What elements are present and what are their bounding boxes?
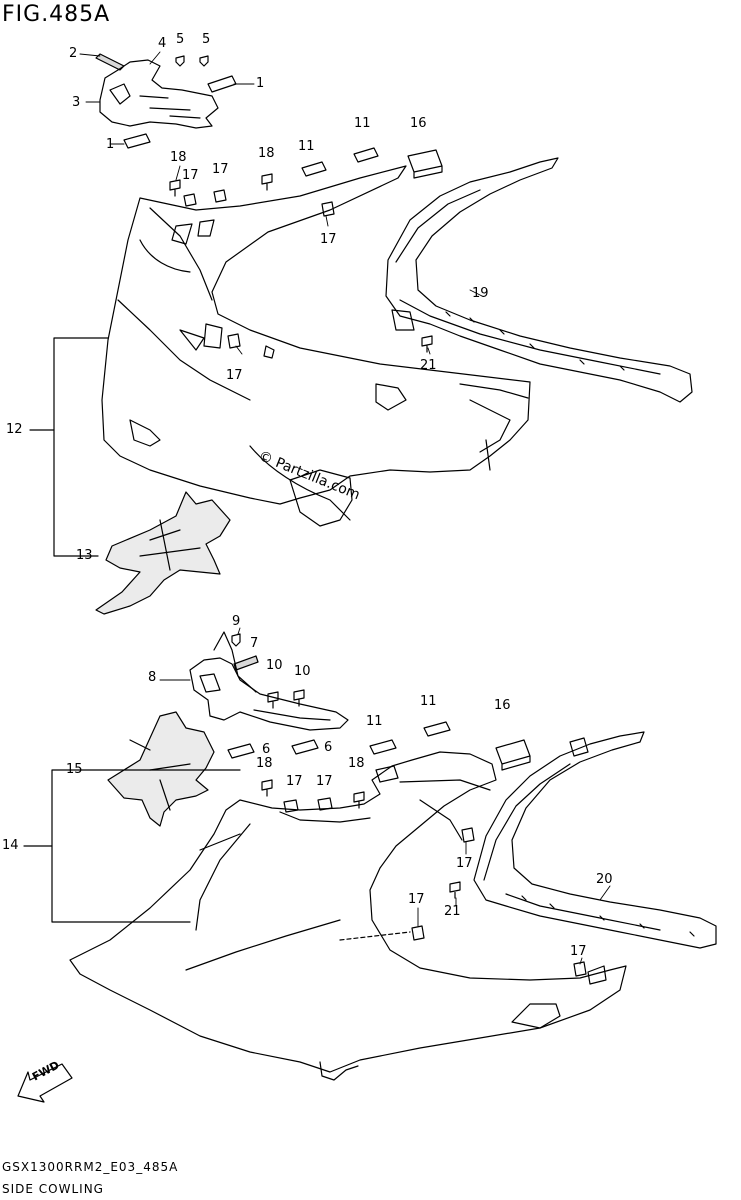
callout: 8 — [148, 670, 157, 685]
block-part-16-upper — [407, 149, 443, 179]
callout: 3 — [72, 95, 81, 110]
callout: 19 — [472, 286, 489, 301]
pad-part-11-upper-a — [353, 147, 379, 163]
callout: 18 — [348, 756, 365, 771]
nut-part-17-lower-b — [317, 797, 333, 811]
pad-part-11-upper-b — [301, 161, 327, 177]
screw-part-18-lower-b — [353, 791, 365, 809]
side-cowling-lower-part-14 — [69, 751, 627, 1081]
emblem-decal-part-13 — [95, 491, 231, 615]
callout: 12 — [6, 422, 23, 437]
clip-part-5-b — [199, 55, 209, 67]
bolt-part-21-lower — [449, 881, 461, 899]
callout: 18 — [258, 146, 275, 161]
group-bracket-12-13 — [53, 337, 109, 557]
callout: 11 — [366, 714, 383, 729]
nut-part-17-upper-a — [183, 193, 197, 207]
pad-part-6-a — [227, 743, 255, 759]
callout: 2 — [69, 46, 78, 61]
callout: 11 — [354, 116, 371, 131]
callout: 16 — [410, 116, 427, 131]
callout: 18 — [170, 150, 187, 165]
figure-title: FIG.485A — [2, 2, 111, 27]
screw-part-10-b — [293, 689, 305, 707]
forward-direction-arrow-icon — [17, 1063, 73, 1103]
callout: 20 — [596, 872, 613, 887]
screw-part-18-upper-b — [261, 173, 273, 191]
callout: 11 — [420, 694, 437, 709]
callout: 17 — [456, 856, 473, 871]
callout: 17 — [182, 168, 199, 183]
screw-part-18-upper-a — [169, 179, 181, 197]
callout: 17 — [320, 232, 337, 247]
callout: 5 — [202, 32, 211, 47]
callout: 4 — [158, 36, 167, 51]
callout: 16 — [494, 698, 511, 713]
callout: 10 — [266, 658, 283, 673]
callout: 18 — [256, 756, 273, 771]
nut-part-17-lower-c — [461, 827, 475, 843]
callout: 15 — [66, 762, 83, 777]
callout: 17 — [212, 162, 229, 177]
inner-bracket-part-3 — [99, 59, 219, 129]
nut-part-17-upper-d — [227, 333, 241, 349]
callout: 17 — [286, 774, 303, 789]
callout: 13 — [76, 548, 93, 563]
callout: 1 — [106, 137, 115, 152]
pad-part-1-lower — [123, 133, 151, 149]
nut-part-17-lower-d — [411, 925, 425, 941]
side-cowling-upper-part-12 — [101, 165, 531, 527]
callout: 7 — [250, 636, 259, 651]
model-code: GSX1300RRM2_E03_485A — [2, 1160, 179, 1174]
callout: 17 — [226, 368, 243, 383]
callout: 10 — [294, 664, 311, 679]
inner-rail-part-19 — [385, 157, 693, 403]
bolt-part-21-upper — [421, 335, 433, 353]
pad-part-6-b — [291, 739, 319, 755]
callout: 9 — [232, 614, 241, 629]
nut-part-17-lower-a — [283, 799, 299, 813]
callout: 5 — [176, 32, 185, 47]
nut-part-17-upper-c — [321, 201, 335, 217]
strip-part-2 — [95, 53, 125, 71]
callout: 14 — [2, 838, 19, 853]
callout: 17 — [408, 892, 425, 907]
clip-part-5-a — [175, 55, 185, 67]
callout: 17 — [570, 944, 587, 959]
emblem-decal-part-15 — [107, 711, 215, 827]
strip-part-7 — [233, 655, 259, 671]
pad-part-11-lower-b — [423, 721, 451, 737]
section-name: SIDE COWLING — [2, 1182, 104, 1196]
pad-part-1-upper — [207, 75, 237, 93]
leader-lines — [73, 51, 611, 965]
clip-part-9 — [231, 633, 241, 647]
callout: 6 — [262, 742, 271, 757]
screw-part-18-lower-a — [261, 779, 273, 797]
callout: 11 — [298, 139, 315, 154]
nut-part-17-upper-b — [213, 189, 227, 203]
block-part-16-lower — [495, 739, 531, 771]
inner-bracket-part-8 — [189, 631, 349, 731]
screw-part-10-a — [267, 691, 279, 709]
callout: 6 — [324, 740, 333, 755]
inner-rail-part-20 — [473, 731, 717, 949]
callout: 21 — [444, 904, 461, 919]
callout: 17 — [316, 774, 333, 789]
callout: 1 — [256, 76, 265, 91]
callout: 21 — [420, 358, 437, 373]
pad-part-11-lower-a — [369, 739, 397, 755]
